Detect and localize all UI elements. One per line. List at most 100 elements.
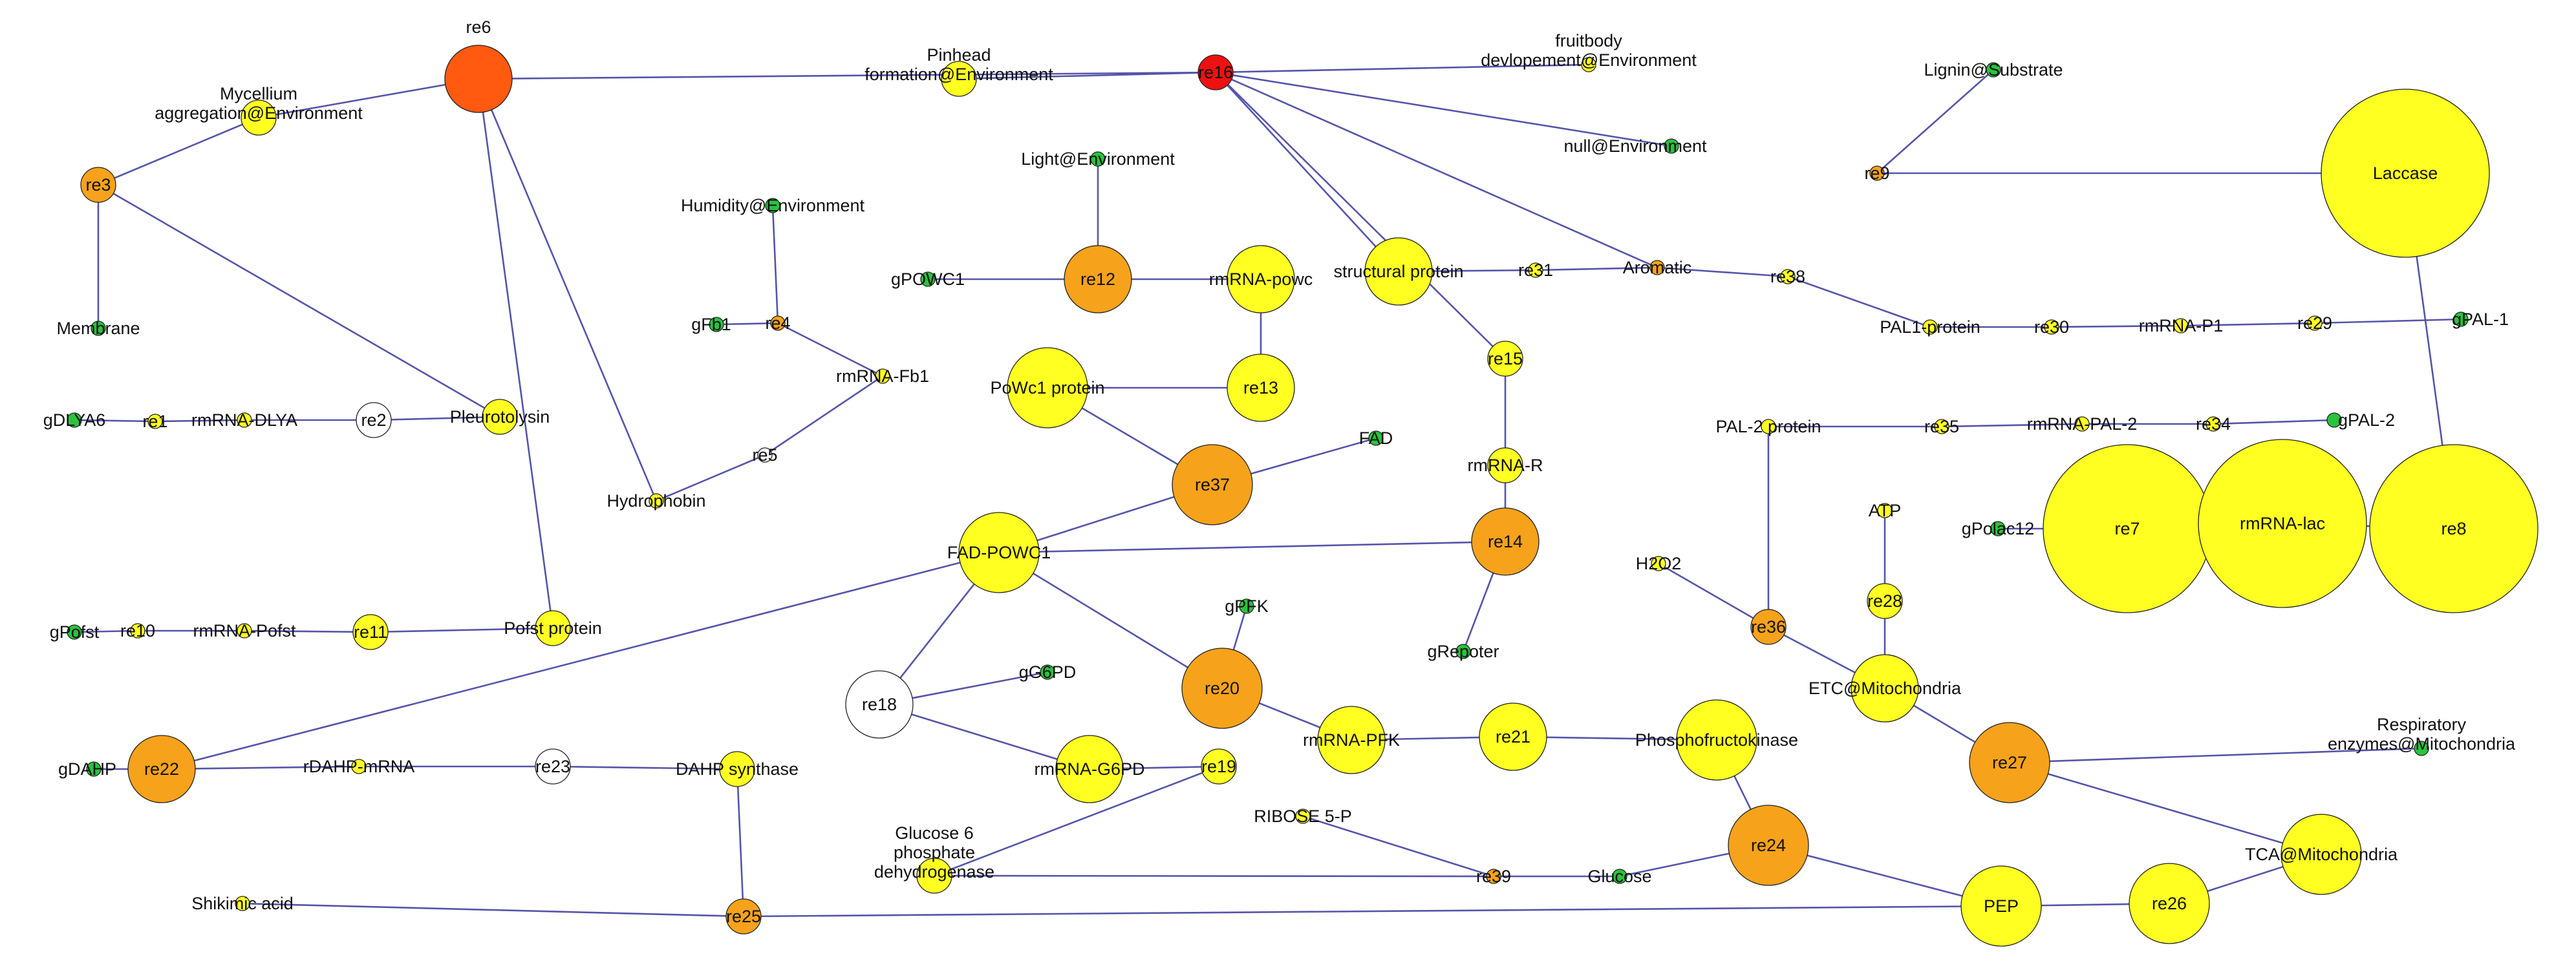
node-pofst_protein[interactable] — [535, 610, 571, 646]
node-re11[interactable] — [352, 614, 389, 650]
node-re24[interactable] — [1728, 805, 1809, 886]
node-circle-pofst_protein[interactable] — [535, 610, 571, 646]
node-atp[interactable] — [1877, 503, 1893, 518]
node-re21[interactable] — [1479, 703, 1547, 771]
node-circle-gpowc1[interactable] — [920, 271, 936, 287]
node-glucose[interactable] — [1612, 869, 1627, 884]
node-re18[interactable] — [845, 670, 914, 739]
node-re14[interactable] — [1471, 507, 1540, 576]
node-circle-null_env[interactable] — [1664, 138, 1679, 154]
node-lignin[interactable] — [1986, 62, 2001, 78]
node-circle-rmrna_pfk[interactable] — [1317, 706, 1386, 774]
node-circle-rmrna_r[interactable] — [1487, 447, 1523, 483]
node-circle-pfk[interactable] — [1676, 699, 1757, 781]
node-circle-re13[interactable] — [1227, 354, 1295, 422]
node-circle-re18[interactable] — [845, 670, 914, 739]
node-rmrna_r[interactable] — [1487, 447, 1523, 483]
node-membrane[interactable] — [91, 321, 106, 336]
node-circle-ribose[interactable] — [1295, 808, 1311, 824]
node-circle-g6pd_gene[interactable] — [1040, 664, 1055, 680]
node-etc[interactable] — [1851, 654, 1919, 723]
node-circle-resp_enz[interactable] — [2414, 741, 2429, 756]
node-circle-re26[interactable] — [2129, 863, 2210, 944]
node-shikimic[interactable] — [235, 896, 250, 911]
node-gpal2[interactable] — [2326, 412, 2342, 428]
node-circle-re24[interactable] — [1728, 805, 1809, 886]
node-re23[interactable] — [535, 748, 571, 785]
node-circle-re5[interactable] — [757, 447, 773, 463]
node-re4[interactable] — [770, 315, 786, 331]
node-circle-gpfk[interactable] — [1239, 598, 1254, 614]
node-circle-re34[interactable] — [2206, 416, 2221, 432]
node-re20[interactable] — [1181, 648, 1263, 729]
node-circle-rmrna_p1[interactable] — [2173, 318, 2189, 333]
node-circle-powc1_protein[interactable] — [1007, 347, 1088, 428]
node-circle-gdahp[interactable] — [86, 761, 102, 777]
node-circle-re37[interactable] — [1172, 444, 1253, 525]
node-circle-re20[interactable] — [1181, 648, 1263, 729]
node-re36[interactable] — [1750, 609, 1787, 645]
node-circle-g6p_dh[interactable] — [916, 858, 952, 894]
node-gpofst[interactable] — [67, 624, 82, 640]
node-circle-re19[interactable] — [1201, 748, 1237, 785]
node-circle-re29[interactable] — [2307, 315, 2323, 331]
node-circle-re15[interactable] — [1487, 341, 1523, 377]
node-circle-gdlya6[interactable] — [67, 412, 82, 428]
node-gpolac12[interactable] — [1990, 521, 2006, 536]
node-circle-aromatic[interactable] — [1649, 260, 1665, 275]
node-circle-mycelium[interactable] — [241, 100, 277, 136]
node-re30[interactable] — [2044, 319, 2059, 335]
node-circle-re10[interactable] — [130, 623, 145, 639]
node-re29[interactable] — [2307, 315, 2323, 331]
node-re35[interactable] — [1934, 419, 1949, 434]
node-laccase[interactable] — [2321, 89, 2490, 258]
node-circle-pinhead[interactable] — [941, 61, 977, 97]
node-hydrophobin[interactable] — [649, 493, 664, 509]
node-circle-gpolac12[interactable] — [1990, 521, 2006, 536]
node-mycelium[interactable] — [241, 100, 277, 136]
node-light[interactable] — [1090, 151, 1106, 167]
node-rdahp[interactable] — [351, 759, 367, 774]
node-circle-dahp_synth[interactable] — [719, 751, 755, 787]
node-circle-pep[interactable] — [1960, 865, 2042, 947]
node-pal1[interactable] — [1922, 319, 1938, 335]
node-g6p_dh[interactable] — [916, 858, 952, 894]
node-rmrna_p1[interactable] — [2173, 318, 2189, 333]
node-re12[interactable] — [1064, 245, 1132, 313]
node-pinhead[interactable] — [941, 61, 977, 97]
node-re8[interactable] — [2369, 444, 2538, 613]
node-aromatic[interactable] — [1649, 260, 1665, 275]
node-re28[interactable] — [1867, 583, 1903, 619]
node-circle-structural[interactable] — [1364, 237, 1433, 306]
node-rmrna_pal2[interactable] — [2074, 416, 2090, 432]
node-circle-greporter[interactable] — [1455, 644, 1471, 659]
node-circle-fruitbody[interactable] — [1581, 57, 1596, 72]
node-re37[interactable] — [1172, 444, 1253, 525]
node-gpowc1[interactable] — [920, 271, 936, 287]
node-pleurotolysin[interactable] — [482, 399, 518, 435]
node-circle-re6[interactable] — [444, 45, 513, 113]
node-fruitbody[interactable] — [1581, 57, 1596, 72]
node-pep[interactable] — [1960, 865, 2042, 947]
node-circle-gpal2[interactable] — [2326, 412, 2342, 428]
node-gdahp[interactable] — [86, 761, 102, 777]
node-gpfk[interactable] — [1239, 598, 1254, 614]
node-re9[interactable] — [1869, 165, 1885, 181]
node-circle-re39[interactable] — [1486, 869, 1501, 884]
node-null_env[interactable] — [1664, 138, 1679, 154]
node-powc1_protein[interactable] — [1007, 347, 1088, 428]
node-rmrna_pofst[interactable] — [237, 623, 252, 639]
node-circle-gpal1[interactable] — [2453, 312, 2469, 327]
node-dahp_synth[interactable] — [719, 751, 755, 787]
node-circle-gfb1[interactable] — [709, 317, 724, 332]
node-pal2[interactable] — [1761, 419, 1776, 434]
node-circle-shikimic[interactable] — [235, 896, 250, 911]
node-re10[interactable] — [130, 623, 145, 639]
node-gfb1[interactable] — [709, 317, 724, 332]
node-circle-atp[interactable] — [1877, 503, 1893, 518]
node-structural[interactable] — [1364, 237, 1433, 306]
node-circle-rmrna_g6pd[interactable] — [1055, 735, 1124, 803]
node-circle-rmrna_lac[interactable] — [2198, 439, 2367, 608]
node-circle-hydrophobin[interactable] — [649, 493, 664, 509]
node-re27[interactable] — [1969, 722, 2050, 803]
